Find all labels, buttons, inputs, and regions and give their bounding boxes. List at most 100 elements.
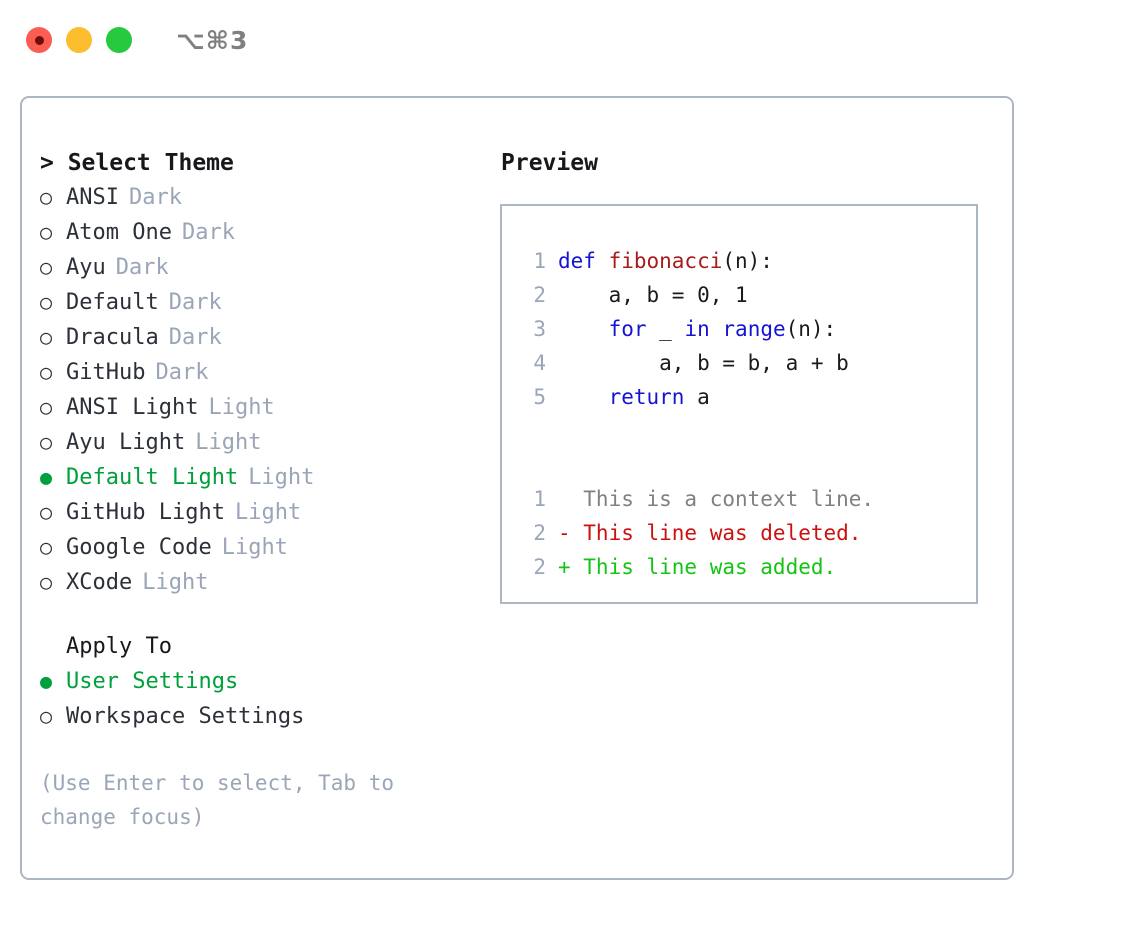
code-line-text: a, b = 0, 1 — [558, 283, 748, 307]
radio-unselected-icon: ○ — [40, 500, 53, 524]
code-line-text: def fibonacci(n): — [558, 249, 773, 273]
theme-option-kind-badge: Dark — [115, 255, 169, 280]
theme-option-label: XCode — [66, 570, 133, 595]
maximize-button-icon[interactable] — [106, 27, 132, 53]
code-line-number: 5 — [533, 385, 546, 409]
code-line-text: return a — [608, 385, 710, 409]
window-shortcut-label: ⌥⌘3 — [176, 25, 249, 55]
diff-line-number: 1 — [533, 487, 546, 511]
preview-title: Preview — [501, 150, 598, 176]
theme-option-kind-badge: Dark — [181, 220, 235, 245]
theme-option-kind-badge: Dark — [168, 290, 222, 315]
theme-option-label: Default — [66, 290, 159, 315]
keyboard-hint: (Use Enter to select, Tab to change focu… — [40, 771, 395, 829]
theme-option-xcode[interactable]: ○ XCode Light — [40, 565, 500, 600]
radio-unselected-icon: ○ — [40, 570, 53, 594]
radio-unselected-icon: ○ — [40, 430, 53, 454]
theme-option-ayu-light[interactable]: ○ Ayu Light Light — [40, 425, 500, 460]
code-diff-spacer-2 — [520, 448, 976, 482]
theme-option-ansi[interactable]: ○ ANSI Dark — [40, 180, 500, 215]
radio-unselected-icon: ○ — [40, 325, 53, 349]
theme-option-label: ANSI Light — [66, 395, 199, 420]
theme-option-atom-one[interactable]: ○ Atom One Dark — [40, 215, 500, 250]
minimize-button-icon[interactable] — [66, 27, 92, 53]
code-line: 3 for _ in range(n): — [520, 312, 976, 346]
code-line: 1 def fibonacci(n): — [520, 244, 976, 278]
radio-unselected-icon: ○ — [40, 360, 53, 384]
theme-option-kind-badge: Light — [221, 535, 288, 560]
apply-to-option-workspace-settings[interactable]: ○ Workspace Settings — [40, 699, 500, 734]
code-line-number: 1 — [533, 249, 546, 273]
theme-option-kind-badge: Light — [195, 430, 262, 455]
radio-unselected-icon: ○ — [40, 220, 53, 244]
radio-selected-icon: ● — [40, 669, 53, 693]
radio-unselected-icon: ○ — [40, 255, 53, 279]
theme-option-default-light[interactable]: ● Default Light Light — [40, 460, 500, 495]
code-line: 4 a, b = b, a + b — [520, 346, 976, 380]
diff-line-number: 2 — [533, 521, 546, 545]
diff-line-number: 2 — [533, 555, 546, 579]
diff-line: 2 + This line was added. — [520, 550, 976, 584]
theme-option-github-light[interactable]: ○ GitHub Light Light — [40, 495, 500, 530]
apply-to-title: Apply To — [66, 634, 172, 659]
apply-to-list: ● User Settings ○ Workspace Settings — [40, 664, 500, 734]
radio-selected-icon: ● — [40, 465, 53, 489]
theme-option-default[interactable]: ○ Default Dark — [40, 285, 500, 320]
radio-unselected-icon: ○ — [40, 704, 53, 728]
code-line: 2 a, b = 0, 1 — [520, 278, 976, 312]
code-line-number: 2 — [533, 283, 546, 307]
theme-option-ayu[interactable]: ○ Ayu Dark — [40, 250, 500, 285]
code-line: 5 return a — [520, 380, 976, 414]
radio-unselected-icon: ○ — [40, 395, 53, 419]
close-button-icon[interactable] — [26, 27, 52, 53]
code-diff-spacer — [520, 414, 976, 448]
theme-option-label: Ayu — [66, 255, 106, 280]
theme-option-label: ANSI — [66, 185, 119, 210]
radio-unselected-icon: ○ — [40, 290, 53, 314]
diff-line-text: + This line was added. — [558, 555, 837, 579]
theme-option-label: GitHub Light — [66, 500, 225, 525]
apply-to-option-user-settings[interactable]: ● User Settings — [40, 664, 500, 699]
theme-option-kind-badge: Dark — [155, 360, 209, 385]
code-line-number: 3 — [533, 317, 546, 341]
apply-to-option-label: User Settings — [66, 669, 239, 694]
theme-option-kind-badge: Light — [234, 500, 302, 525]
apply-to-option-label: Workspace Settings — [66, 704, 305, 729]
theme-option-label: GitHub — [66, 360, 146, 385]
traffic-lights — [26, 27, 132, 53]
theme-option-kind-badge: Dark — [168, 325, 222, 350]
diff-line-text: This is a context line. — [558, 487, 875, 511]
theme-option-kind-badge: Dark — [128, 185, 182, 210]
diff-preview: 1 This is a context line. 2 - This line wa… — [520, 482, 976, 584]
theme-option-label: Default Light — [66, 465, 239, 490]
theme-option-label: Dracula — [66, 325, 159, 350]
theme-option-label: Ayu Light — [66, 430, 186, 455]
radio-unselected-icon: ○ — [40, 185, 53, 209]
theme-option-label: Atom One — [66, 220, 172, 245]
diff-line-text: - This line was deleted. — [558, 521, 862, 545]
code-line-number: 4 — [533, 351, 546, 375]
select-theme-header: > Select Theme — [40, 150, 234, 176]
diff-line: 2 - This line was deleted. — [520, 516, 976, 550]
theme-option-kind-badge: Light — [248, 465, 315, 490]
code-line-text: for _ in range(n): — [608, 317, 837, 341]
diff-line: 1 This is a context line. — [520, 482, 976, 516]
radio-unselected-icon: ○ — [40, 535, 53, 559]
code-line-text: a, b = b, a + b — [558, 351, 849, 375]
theme-option-kind-badge: Light — [142, 570, 209, 595]
window-titlebar: ⌥⌘3 — [0, 0, 1140, 80]
theme-option-dracula[interactable]: ○ Dracula Dark — [40, 320, 500, 355]
theme-option-google-code[interactable]: ○ Google Code Light — [40, 530, 500, 565]
theme-option-github[interactable]: ○ GitHub Dark — [40, 355, 500, 390]
theme-option-label: Google Code — [66, 535, 212, 560]
section-spacer — [40, 600, 500, 630]
